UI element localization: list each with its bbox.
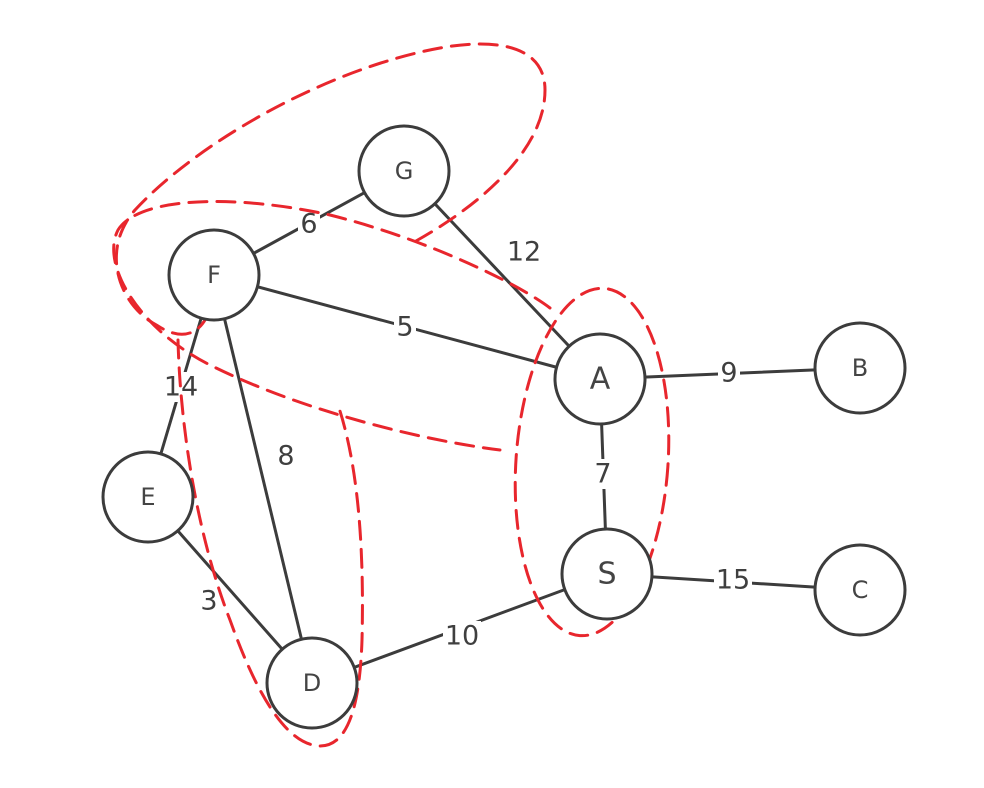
nodes-layer: G F A B E S C D [101, 124, 907, 730]
node-circle [357, 124, 451, 218]
clusters-layer [112, 42, 671, 748]
edge-weight-g-a: 12 [505, 237, 543, 268]
edge-weight-e-d: 3 [198, 586, 220, 617]
edge-weight-label: 3 [200, 586, 217, 617]
node-label: E [140, 483, 155, 511]
node-d: D [265, 636, 359, 730]
edge-weight-label: 9 [720, 358, 737, 389]
edge-weight-background [443, 621, 481, 651]
edge-weight-label: 10 [445, 621, 479, 652]
cluster-A-S-outline [513, 286, 671, 638]
node-circle [167, 228, 261, 322]
edge-weight-label: 12 [507, 237, 541, 268]
edge-weight-label: 6 [300, 209, 317, 240]
cluster-F-D-outline [176, 338, 364, 748]
edge-weight-background [394, 312, 416, 342]
node-label: A [590, 362, 611, 397]
node-circle [813, 321, 907, 415]
edge-weight-f-g: 6 [298, 209, 320, 240]
cluster-F-G-outline [114, 42, 547, 336]
cluster-F-A-outline [112, 199, 552, 452]
edge-weight-background [592, 459, 614, 489]
node-s: S [560, 527, 654, 621]
node-f: F [167, 228, 261, 322]
edge-weight-a-s: 7 [592, 459, 614, 490]
node-circle [101, 450, 195, 544]
edge-weight-label: 8 [277, 441, 294, 472]
node-label: C [852, 576, 869, 604]
node-circle [553, 332, 647, 426]
edge-weight-background [198, 586, 220, 616]
edge-weight-s-c: 15 [714, 565, 752, 596]
node-circle [560, 527, 654, 621]
edge-weight-background [718, 358, 740, 388]
node-g: G [357, 124, 451, 218]
node-label: B [852, 354, 868, 382]
edge-f-d [212, 273, 314, 685]
edge-weight-f-d: 8 [275, 441, 297, 472]
node-e: E [101, 450, 195, 544]
edge-weight-label: 15 [716, 565, 750, 596]
edge-weight-label: 7 [594, 459, 611, 490]
node-label: F [207, 261, 221, 289]
edge-weight-background [275, 441, 297, 471]
edge-weight-background [298, 209, 320, 239]
edge-weight-d-s: 10 [443, 621, 481, 652]
edge-weight-a-b: 9 [718, 358, 740, 389]
node-a: A [553, 332, 647, 426]
node-circle [265, 636, 359, 730]
node-label: D [303, 669, 321, 697]
node-b: B [813, 321, 907, 415]
edge-weight-f-a: 5 [394, 312, 416, 343]
node-circle [813, 543, 907, 637]
edge-weight-background [714, 565, 752, 595]
edge-weight-label: 5 [396, 312, 413, 343]
edge-g-a [402, 169, 602, 381]
edges-layer [146, 169, 862, 685]
node-c: C [813, 543, 907, 637]
edge-weight-background [505, 237, 543, 267]
node-label: G [395, 157, 414, 185]
node-label: S [597, 557, 616, 592]
